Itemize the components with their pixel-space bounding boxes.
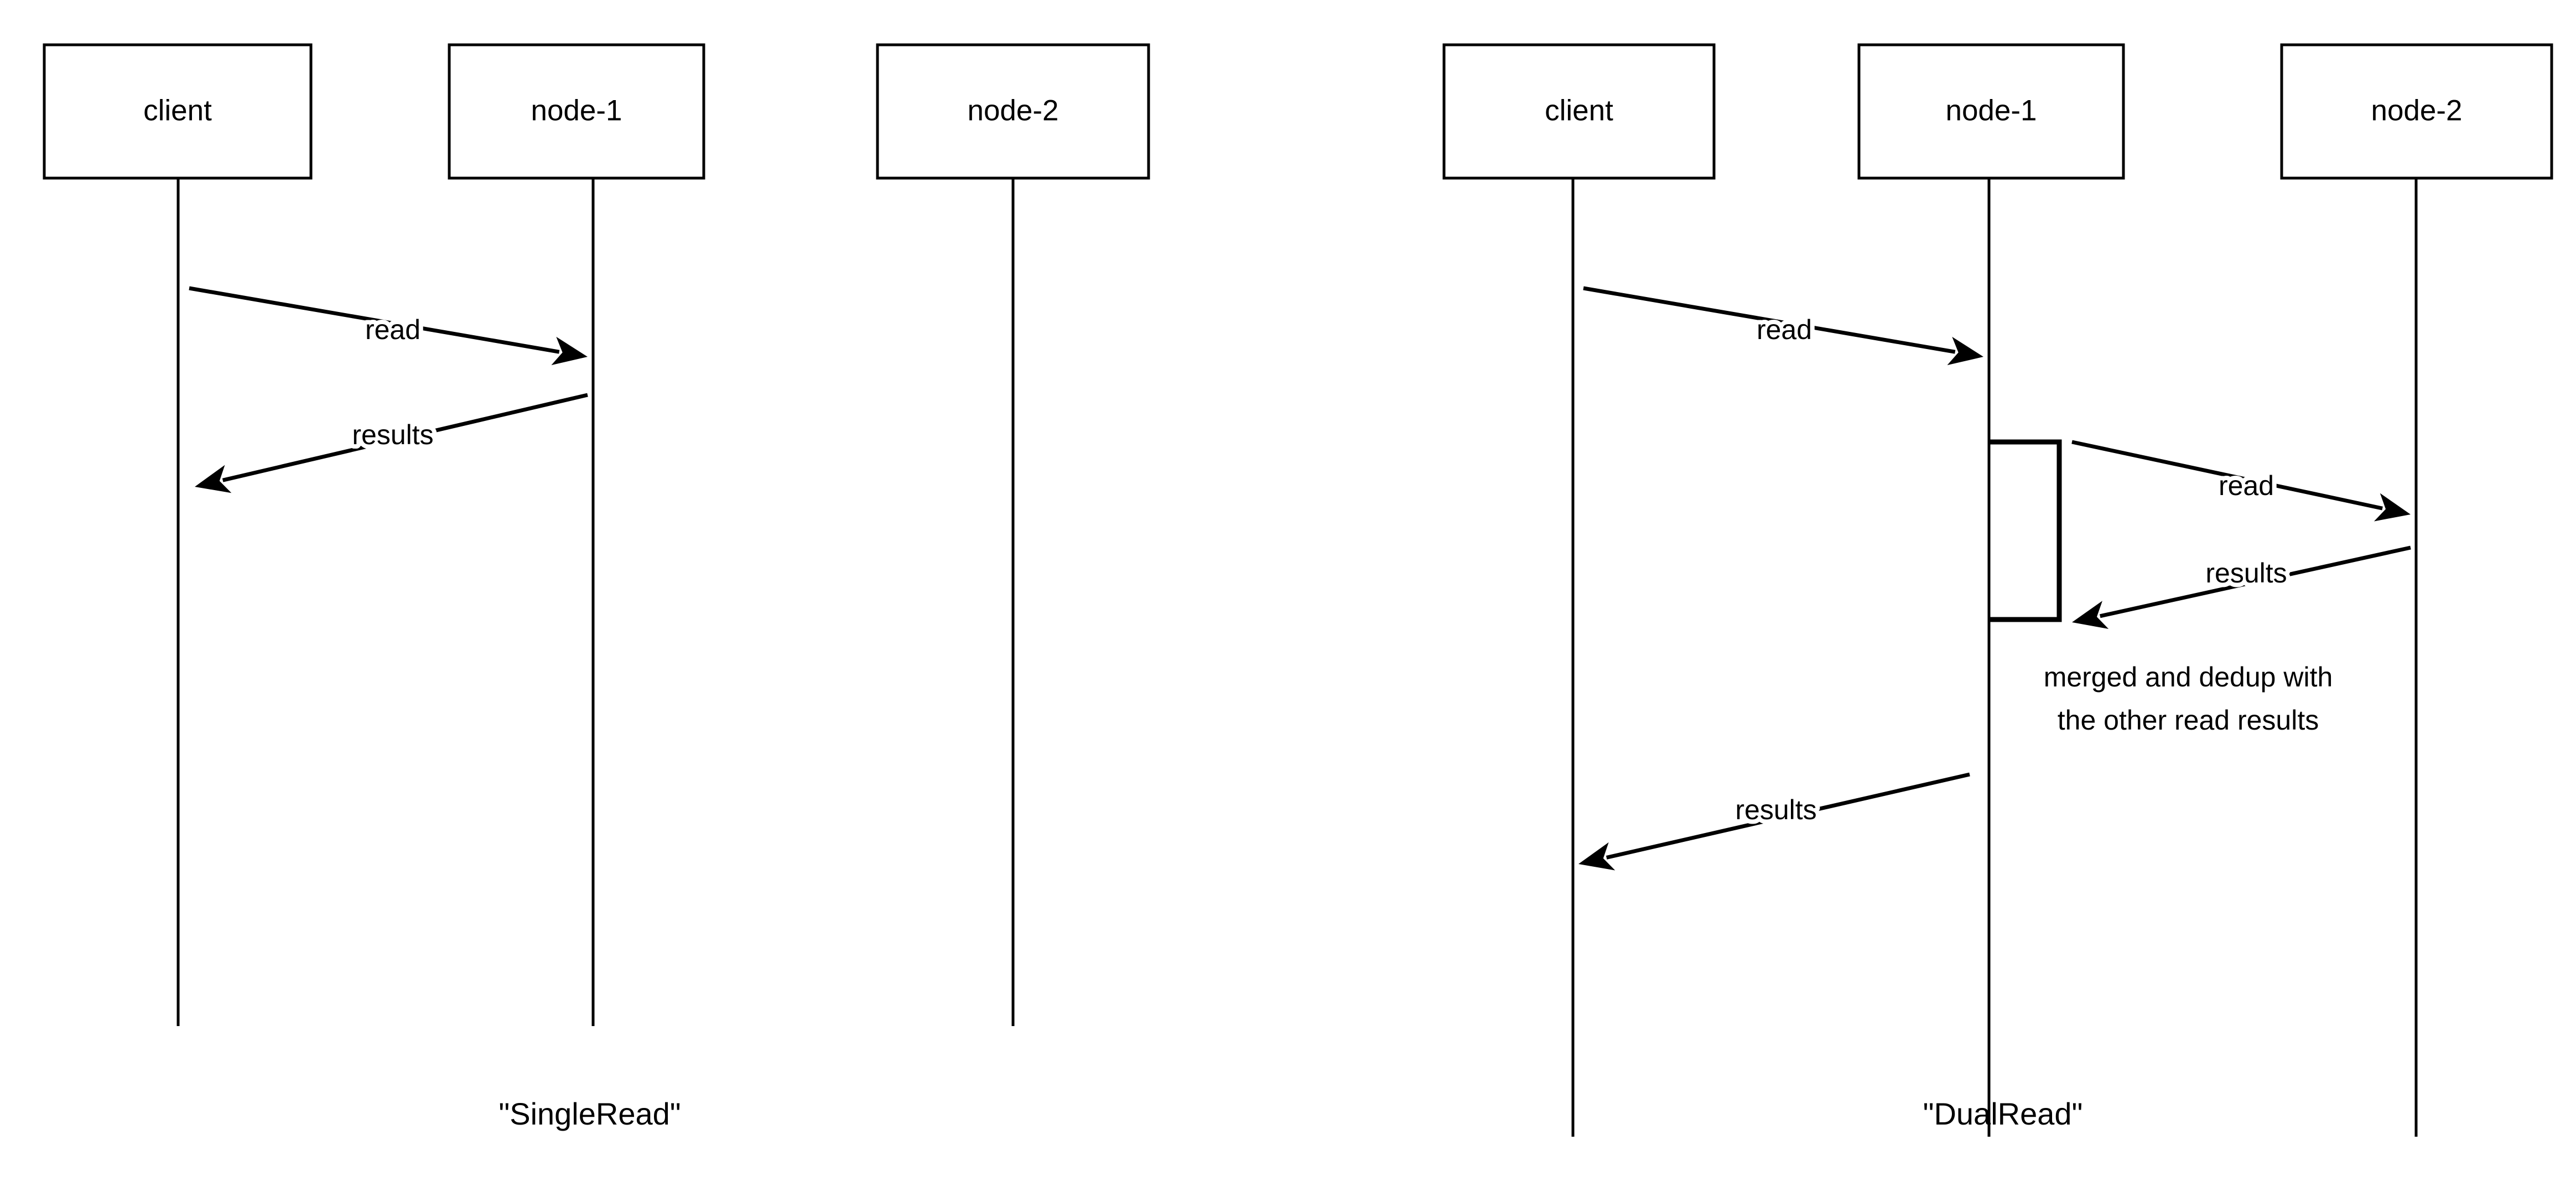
actor-label-node-2: node-2: [2371, 95, 2462, 127]
message-label-halo-dual-read-m2: read: [2219, 470, 2274, 501]
actor-label-node-1: node-1: [531, 95, 622, 127]
message-line-single-read-m2: [222, 393, 588, 482]
message-label-halo-dual-read-m1: read: [1757, 314, 1812, 345]
message-line-dual-read-m1: [1583, 286, 1956, 354]
message-label-halo-dual-read-m4: results: [1735, 794, 1816, 825]
note-line-dual-read-n1-1: the other read results: [2058, 705, 2319, 736]
actor-box-node-1[interactable]: [1857, 43, 2125, 180]
actor-box-client[interactable]: [43, 43, 313, 180]
message-line-single-read-m1: [189, 286, 560, 354]
message-label-dual-read-m2: read: [2219, 470, 2274, 501]
activation-bar-node-1: [1990, 439, 2062, 622]
actor-box-node-2[interactable]: [876, 43, 1150, 180]
message-line-dual-read-m3: [2100, 545, 2411, 618]
message-arrowhead-dual-read-m3: [2072, 601, 2109, 629]
message-label-dual-read-m3: results: [2205, 558, 2287, 589]
actor-label-client: client: [1545, 95, 1613, 127]
diagram-caption-dual-read: "DualRead": [1923, 1096, 2083, 1131]
note-line-dual-read-n1-0: merged and dedup with: [2044, 662, 2333, 693]
actor-box-node-1[interactable]: [448, 43, 705, 180]
actor-label-client: client: [143, 95, 212, 127]
message-label-halo-single-read-m2: results: [352, 419, 433, 450]
message-arrowhead-dual-read-m4: [1578, 842, 1616, 871]
message-label-dual-read-m4: results: [1735, 794, 1816, 825]
message-label-single-read-m2: results: [352, 419, 433, 450]
actor-box-client[interactable]: [1442, 43, 1716, 180]
message-line-dual-read-m2: [2071, 440, 2383, 511]
message-line-dual-read-m4: [1606, 772, 1970, 860]
message-arrowhead-single-read-m1: [551, 336, 588, 366]
actor-label-node-2: node-2: [967, 95, 1058, 127]
message-arrowhead-single-read-m2: [195, 465, 232, 493]
message-label-halo-dual-read-m3: results: [2205, 558, 2287, 589]
message-label-single-read-m1: read: [365, 314, 420, 345]
diagram-caption-single-read: "SingleRead": [498, 1096, 681, 1131]
message-label-dual-read-m1: read: [1757, 314, 1812, 345]
actor-box-node-2[interactable]: [2280, 43, 2553, 180]
actor-label-node-1: node-1: [1945, 95, 2037, 127]
message-arrowhead-dual-read-m1: [1947, 336, 1983, 366]
message-label-halo-single-read-m1: read: [365, 314, 420, 345]
message-arrowhead-dual-read-m2: [2374, 493, 2411, 522]
